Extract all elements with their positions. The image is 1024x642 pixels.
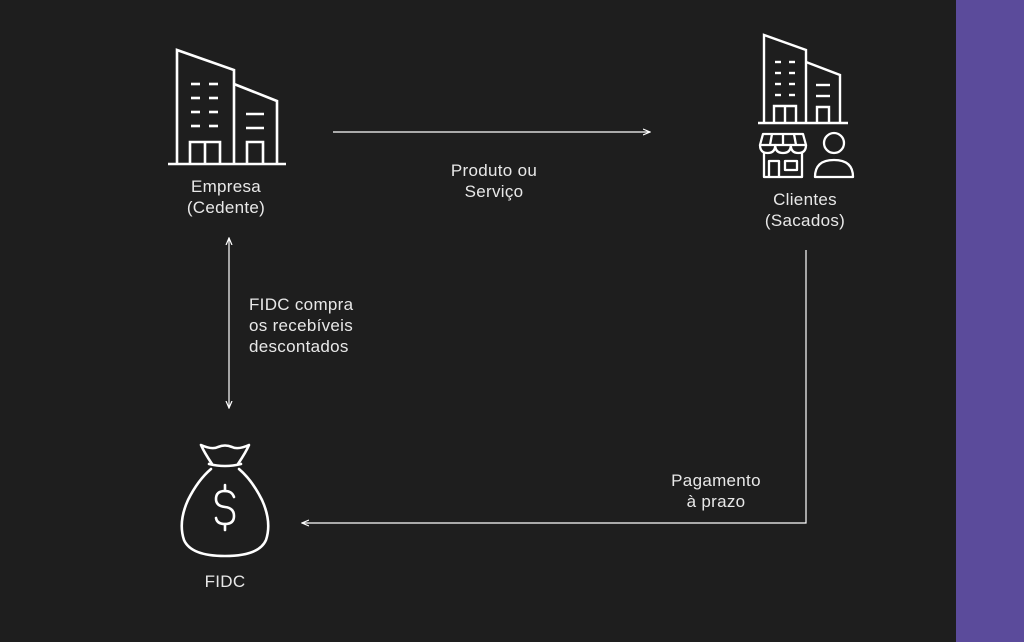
pagamento-label-line2: à prazo: [686, 492, 746, 511]
money-bag-icon: [180, 443, 270, 558]
produto-label-line2: Serviço: [464, 182, 524, 201]
clientes-label-line1: Clientes: [773, 190, 837, 209]
storefront-icon: [758, 132, 808, 179]
produto-servico-label: Produto ou Serviço: [414, 160, 574, 202]
compra-label-line2: os recebíveis: [249, 316, 354, 335]
empresa-label-line1: Empresa: [190, 177, 262, 196]
arrow-clientes-to-fidc: [302, 250, 807, 523]
empresa-label-line2: (Cedente): [186, 198, 266, 217]
accent-side-bar: [956, 0, 1024, 642]
clientes-label-line2: (Sacados): [764, 211, 846, 230]
empresa-label: Empresa (Cedente): [146, 176, 306, 218]
produto-label-line1: Produto ou: [450, 161, 538, 180]
pagamento-label-line1: Pagamento: [671, 471, 761, 490]
fidc-label-line1: FIDC: [204, 572, 246, 591]
fidc-compra-label: FIDC compra os recebíveis descontados: [249, 294, 419, 357]
compra-label-line3: descontados: [249, 337, 349, 356]
person-icon: [813, 131, 855, 179]
fidc-label: FIDC: [175, 571, 275, 592]
office-building-icon: [758, 33, 848, 125]
connectors: [0, 0, 807, 642]
office-building-icon: [168, 48, 286, 166]
pagamento-label: Pagamento à prazo: [646, 470, 786, 512]
clientes-label: Clientes (Sacados): [725, 189, 885, 231]
compra-label-line1: FIDC compra: [249, 295, 354, 314]
